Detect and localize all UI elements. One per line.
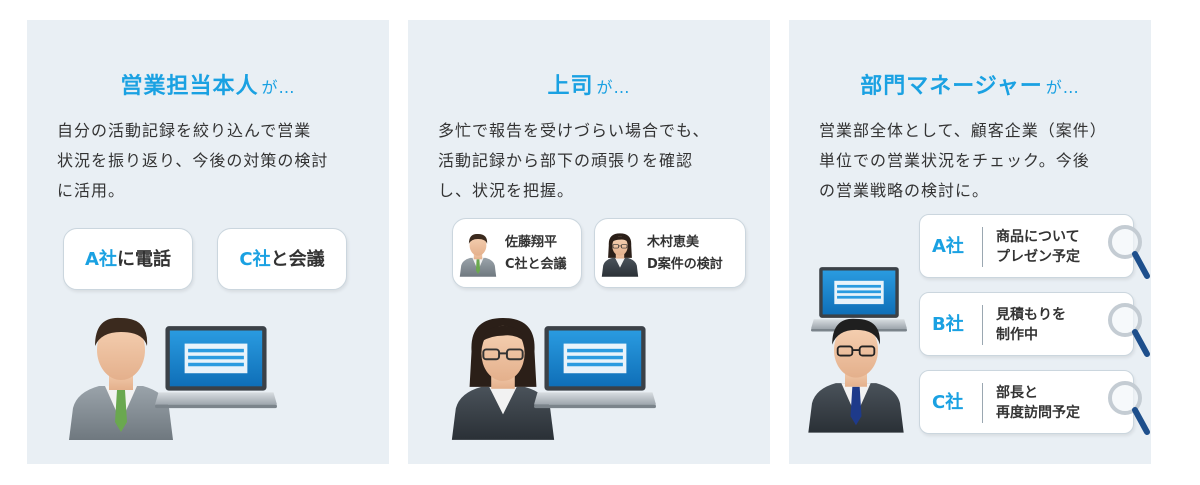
magnifier-icon [1107,302,1151,360]
panel-supervisor: 上司が… 多忙で報告を受けづらい場合でも、 活動記録から部下の頑張りを確認 し、… [408,20,770,464]
panel-title: 上司が… [547,74,631,99]
divider [982,383,983,423]
report-bubble-sato: 佐藤翔平 C社と会議 [452,218,582,288]
businessman-icon [801,312,911,434]
magnifier-icon [1107,380,1151,438]
divider [982,227,983,267]
speech-bubble-c: C社と会議 [217,228,347,290]
panel-sales-rep: 営業担当本人が… 自分の活動記録を絞り込んで営業 状況を振り返り、今後の対策の検… [27,20,389,464]
panel-department-manager: 部門マネージャーが… 営業部全体として、顧客企業（案件） 単位での営業状況をチェ… [789,20,1151,464]
speech-bubble-a: A社に電話 [63,228,193,290]
divider [982,305,983,345]
client-task-card-a: A社 商品について プレゼン予定 [919,214,1134,278]
magnifier-icon [1107,224,1151,282]
businessman-avatar-icon [457,231,499,277]
report-bubble-kimura: 木村恵美 D案件の検討 [594,218,746,288]
panel-title: 部門マネージャーが… [860,74,1080,99]
panel-description: 自分の活動記録を絞り込んで営業 状況を振り返り、今後の対策の検討 に活用。 [57,121,329,200]
businesswoman-avatar-icon [599,231,641,277]
panel-title: 営業担当本人が… [120,74,296,99]
client-task-card-c: C社 部長と 再度訪問予定 [919,370,1134,434]
panel-description: 多忙で報告を受けづらい場合でも、 活動記録から部下の頑張りを確認 し、状況を把握… [438,121,710,200]
client-task-card-b: B社 見積もりを 制作中 [919,292,1134,356]
panel-description: 営業部全体として、顧客企業（案件） 単位での営業状況をチェック。今後 の営業戦略… [819,121,1107,200]
laptop-icon [534,320,656,416]
laptop-icon [155,320,277,416]
